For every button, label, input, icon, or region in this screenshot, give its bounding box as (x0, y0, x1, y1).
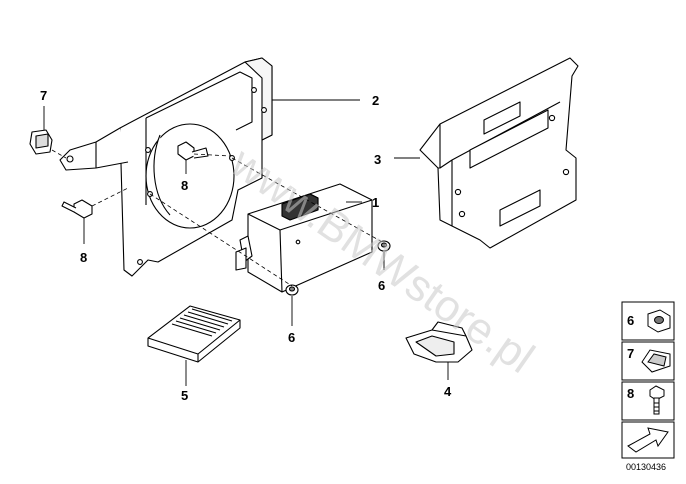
legend-item-clip-nut: 7 (621, 341, 675, 381)
clip-nut-icon (641, 349, 671, 373)
legend-item-arrow (621, 421, 675, 459)
leader-lines (43, 99, 449, 386)
legend-number-7: 7 (627, 346, 634, 361)
callout-7: 7 (40, 88, 47, 103)
part-3-bracket (419, 57, 579, 249)
legend-number-6: 6 (627, 313, 634, 328)
part-5-booklet (147, 305, 241, 363)
callout-8-left: 8 (80, 250, 87, 265)
document-number: 00130436 (626, 462, 666, 472)
nut-icon (647, 309, 671, 333)
part-4-clip (405, 321, 473, 363)
callout-3: 3 (374, 152, 381, 167)
legend-item-nut: 6 (621, 301, 675, 341)
callout-5: 5 (181, 388, 188, 403)
assembly-lines (51, 149, 385, 287)
callout-1: 1 (372, 195, 379, 210)
part-6-nut-right (377, 240, 391, 252)
callout-4: 4 (444, 384, 452, 399)
callout-2: 2 (372, 93, 379, 108)
part-8-bolt-left (61, 199, 93, 219)
legend-number-8: 8 (627, 386, 634, 401)
part-6-nut-lower (285, 284, 299, 296)
part-1-control-unit (235, 183, 373, 293)
arrow-icon (627, 427, 669, 453)
part-8-bolt-middle (177, 141, 209, 161)
legend-item-bolt: 8 (621, 381, 675, 421)
part-7-clip-nut (29, 129, 53, 155)
bolt-icon (649, 385, 665, 415)
legend-panel: 6 7 8 (621, 301, 675, 472)
callout-8-middle: 8 (181, 178, 188, 193)
part-2-bracket (59, 57, 273, 277)
callout-6-right: 6 (378, 278, 385, 293)
callout-6-lower: 6 (288, 330, 295, 345)
